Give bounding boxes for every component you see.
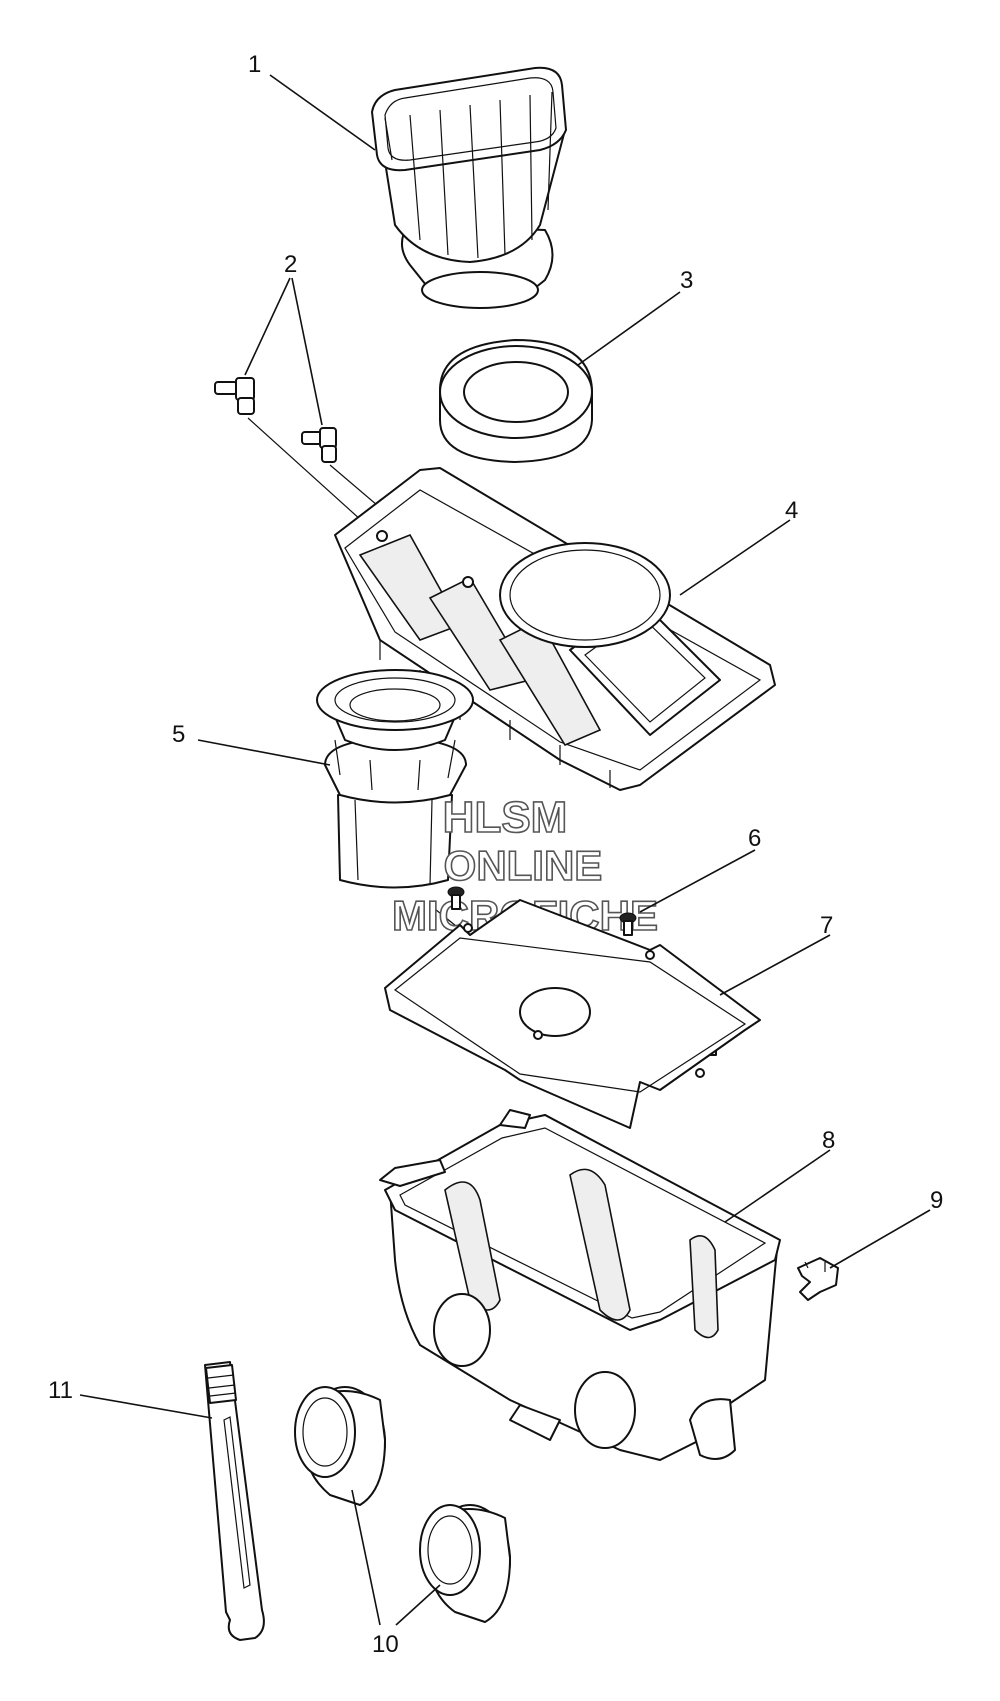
leader-line-3 [577,291,681,366]
coupler-lower [419,1504,511,1623]
leader-line-2a [244,277,291,376]
callout-10: 10 [372,1631,399,1658]
callout-8: 8 [822,1127,835,1154]
elbow-fitting-left [214,377,255,415]
callout-6: 6 [748,825,761,852]
leader-line-9 [829,1209,931,1269]
part-3-foam-ring [439,339,593,463]
elbow-fitting-right [301,427,337,463]
part-9-clip [797,1257,839,1301]
callout-3: 3 [680,267,693,294]
callout-5: 5 [172,721,185,748]
part-11-strap [204,1361,265,1641]
part-5-velocity-stack [316,669,474,889]
watermark-line-1: HLSM [443,793,568,842]
screw [447,886,465,910]
part-10-couplers [294,1386,511,1623]
part-4-airbox-cover [334,467,776,791]
leader-line-8 [724,1149,831,1223]
leader-line-2b [291,277,323,426]
assembly-line-2a [247,417,373,531]
leader-line-7 [719,934,831,996]
callout-11: 11 [48,1377,73,1404]
leader-line-1 [269,74,376,151]
part-2-elbow-fittings [214,377,337,463]
watermark-line-2: ONLINE [444,842,603,889]
leader-line-4 [679,519,791,596]
part-8-airbox-housing [379,1109,781,1461]
part-1-intake-boot [371,66,567,309]
leader-line-5 [197,739,331,766]
part-7-base-plate [384,899,761,1129]
leader-line-10a [351,1489,381,1626]
callout-2: 2 [284,251,297,278]
callout-9: 9 [930,1187,943,1214]
callout-4: 4 [785,497,798,524]
callout-1: 1 [248,51,261,78]
coupler-upper [294,1386,386,1506]
leader-line-11 [79,1394,213,1419]
leader-line-10b [395,1584,441,1626]
leader-line-6 [639,849,756,913]
screw [619,912,637,936]
callout-7: 7 [820,912,833,939]
